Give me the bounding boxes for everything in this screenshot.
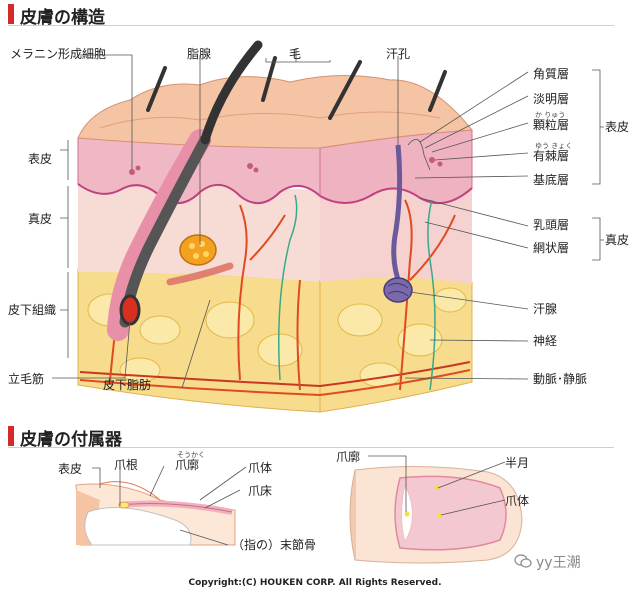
label-epidermis-group: 表皮 [605,120,630,134]
hair-follicle [107,129,211,341]
sebaceous-gland [179,234,217,266]
heading-rule [8,25,614,26]
label-lunula: 半月 [505,456,530,470]
leader-lines [52,48,604,389]
label-subcutaneous-fat: 皮下脂肪 [103,378,152,392]
ruby-granulosum: か りゅう [535,111,566,119]
label-hair: 毛 [289,47,302,61]
nerves [278,194,436,391]
label-epidermis-left: 表皮 [28,152,53,166]
label-nail-epidermis: 表皮 [58,462,83,476]
heading-marker [8,4,14,24]
basal-line-side [319,187,473,205]
label-melanocyte: メラニン形成細胞 [10,47,107,61]
label-stratum-lucidum: 淡明層 [533,92,570,106]
arrector-muscle [166,262,234,286]
appendage-leader-lines [92,455,506,546]
label-sebaceous-gland: 脂腺 [187,47,212,61]
label-nail-plate-top: 爪体 [505,494,530,508]
hair-shafts [146,40,447,145]
label-stratum-granulosum: 顆粒層 [533,118,570,132]
dermis-layer-front [78,180,320,282]
label-dermis-group: 真皮 [605,233,630,247]
section-title-structure: 皮膚の構造 [20,8,105,28]
ruby-spinosum: ゆう きょく [535,142,573,150]
nail-section [75,481,236,546]
label-artery-vein: 動脈･静脈 [533,372,588,386]
label-stratum-basale: 基底層 [533,173,570,187]
blood-vessels [79,199,471,397]
label-nail-wall-top: 爪廓 [336,450,361,464]
ruby-nail-wall: そうかく [177,451,205,459]
section-title-appendages: 皮膚の付属器 [20,430,122,450]
label-nail-wall: 爪廓 [175,458,200,472]
label-papillary-layer: 乳頭層 [533,218,570,232]
heading-marker [8,426,14,446]
label-dermis-left: 真皮 [28,212,53,226]
label-nerve: 神経 [533,334,558,348]
surface-ridge [99,111,441,129]
label-nail-root: 爪根 [114,458,139,472]
label-sweat-gland: 汗腺 [533,302,558,316]
label-stratum-spinosum: 有棘層 [533,149,570,163]
wechat-icon [514,554,532,568]
label-distal-phalanx: （指の）末節骨 [232,538,317,552]
label-nail-plate: 爪体 [248,461,273,475]
melanocytes [129,157,443,175]
label-arrector-pili: 立毛筋 [8,372,45,386]
section-heading-appendages: 皮膚の付属器 [8,424,614,450]
label-reticular-layer: 網状層 [533,241,570,255]
label-nail-bed: 爪床 [248,484,273,498]
heading-rule [8,447,614,448]
copyright-text: Copyright:(C) HOUKEN CORP. All Rights Re… [188,578,442,588]
section-heading-structure: 皮膚の構造 [8,2,614,28]
watermark-text: yy王潮 [536,555,581,571]
label-sweat-pore: 汗孔 [386,47,411,61]
sweat-gland [383,144,413,303]
label-stratum-corneum: 角質層 [533,67,570,81]
nail-top-view [349,465,523,564]
label-subcutis: 皮下組織 [8,303,57,317]
